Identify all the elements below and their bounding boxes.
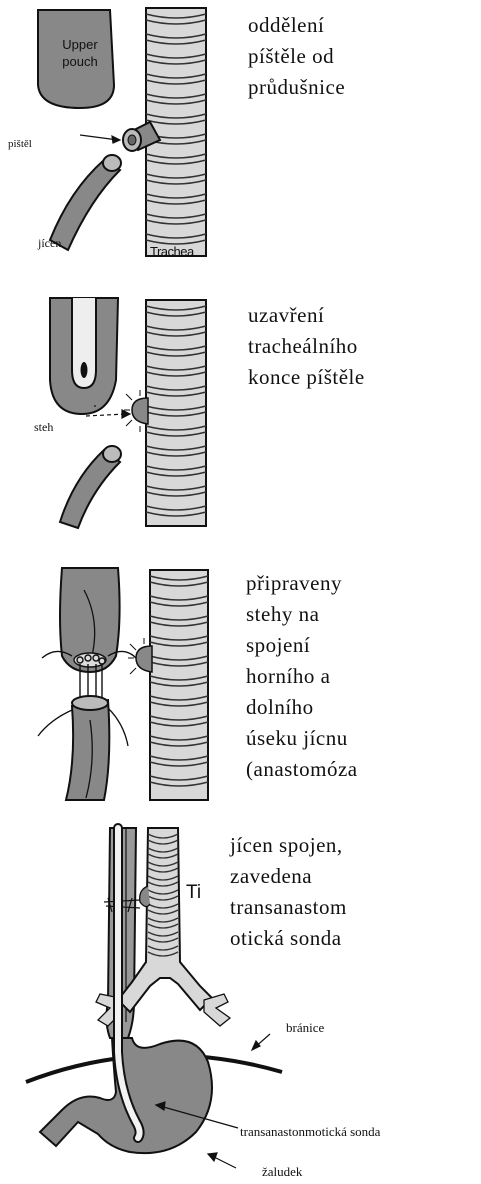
panel-tracheal-closure (0, 290, 481, 540)
lower-esophagus-opening (103, 155, 121, 171)
tracheal-closure-suture (132, 398, 148, 424)
step3-caption: připraveny stehy na spojení horního a do… (246, 568, 476, 796)
trachea-fragment-label: Ti (186, 882, 201, 904)
tube-label: transanastonmotická sonda (240, 1124, 380, 1140)
diaphragm-label: bránice (286, 1020, 324, 1036)
trachea-label: Trachea (150, 244, 194, 259)
bronchi-right (204, 994, 230, 1026)
fistula-label: pištěl (8, 138, 32, 150)
step1-caption: oddělení píštěle od průdušnice (248, 10, 345, 103)
anastomosis-sutures (42, 651, 136, 698)
tracheal-closure-3 (136, 646, 152, 672)
trachea-shape-2 (146, 300, 206, 526)
trachea-shape-3 (150, 570, 208, 800)
suture-label: steh (34, 420, 53, 435)
fistula-arrow (80, 135, 120, 143)
step4-caption: jícen spojen, zavedena transanastom otic… (230, 830, 347, 954)
upper-pouch-label: Upper pouch (48, 36, 112, 70)
step2-caption: uzavření tracheálního konce píštěle (248, 300, 365, 393)
esophagus-label: jícen (38, 236, 61, 251)
lower-esophagus-shape-3 (66, 700, 109, 800)
stomach-label: žaludek (262, 1164, 302, 1180)
